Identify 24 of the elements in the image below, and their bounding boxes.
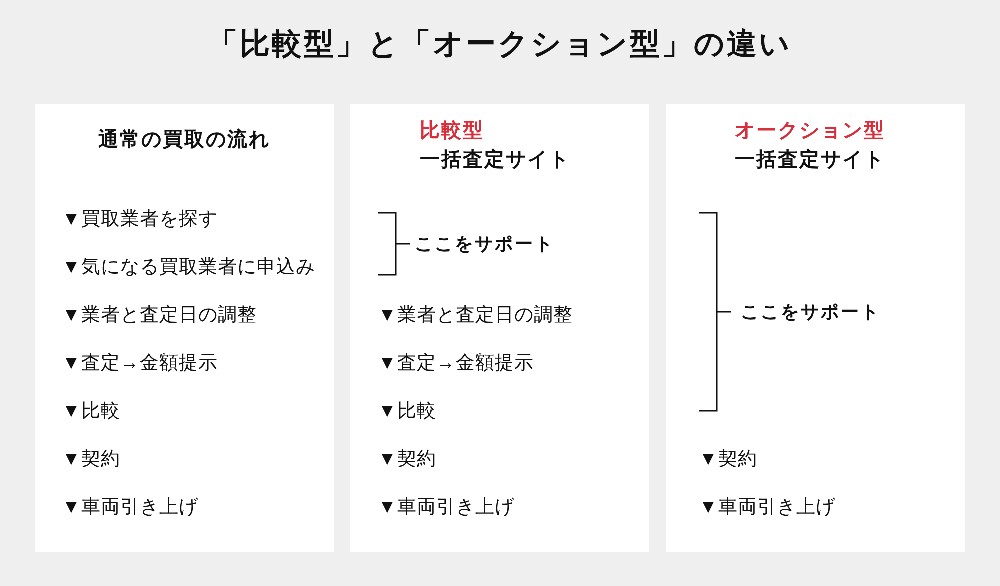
step-text: ▼気になる買取業者に申込み: [62, 256, 316, 280]
step-text: ▼契約: [378, 448, 436, 472]
panel-subheading: 一括査定サイト: [735, 148, 886, 173]
step-text: ▼業者と査定日の調整: [62, 304, 257, 328]
panel-subheading: 一括査定サイト: [420, 148, 570, 173]
step-text: ▼車両引き上げ: [62, 496, 198, 520]
page-title: 「比較型」と「オークション型」の違い: [208, 27, 792, 63]
step-text: ▼比較: [378, 400, 436, 424]
step-text: ▼比較: [62, 400, 120, 424]
panel-heading: 通常の買取の流れ: [98, 128, 270, 153]
step-text: ▼契約: [62, 448, 120, 472]
step-text: ▼契約: [699, 448, 758, 472]
panel-heading: 比較型: [420, 119, 484, 144]
step-text: ▼業者と査定日の調整: [378, 304, 573, 328]
panel-heading: オークション型: [735, 119, 886, 144]
support-label: ここをサポート: [415, 233, 555, 256]
step-text: ▼買取業者を探す: [62, 208, 218, 232]
step-text: ▼査定→金額提示: [62, 352, 218, 376]
step-text: ▼車両引き上げ: [699, 496, 836, 520]
comparison-panel: [666, 104, 965, 552]
step-text: ▼査定→金額提示: [378, 352, 534, 376]
support-label: ここをサポート: [741, 301, 881, 324]
step-text: ▼車両引き上げ: [378, 496, 514, 520]
comparison-panel: [350, 104, 649, 552]
